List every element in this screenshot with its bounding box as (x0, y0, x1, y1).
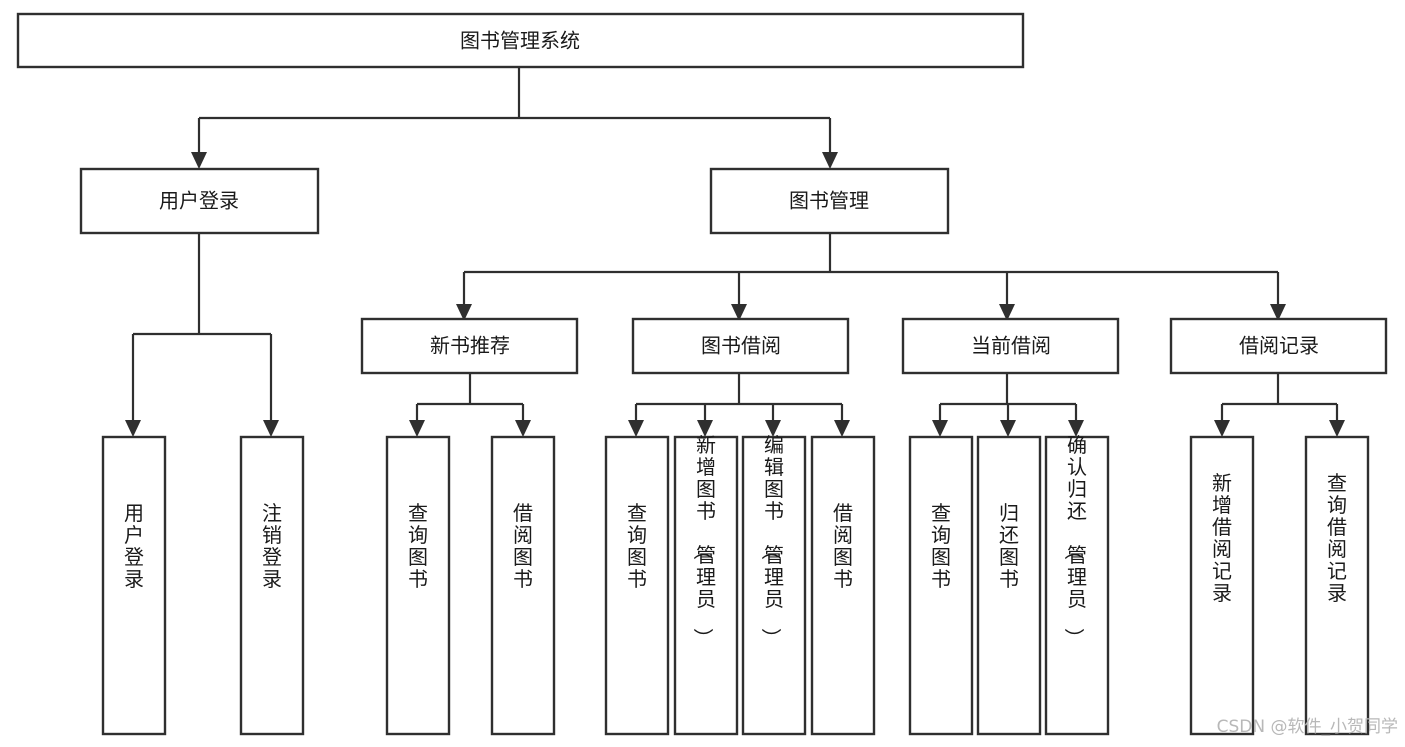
arrow-icon-leaf-return-book (1000, 420, 1016, 437)
leaf-node[interactable]: 归还图书 (976, 435, 1042, 736)
leaf-node[interactable]: 新增借阅记录 (1189, 435, 1255, 736)
leaf-borrow-book-2-label: 借阅图书 (833, 501, 853, 591)
arrow-icon-user-login (191, 152, 207, 169)
arrow-icon-leaf-add-record (1214, 420, 1230, 437)
leaf-add-record-box[interactable] (1189, 435, 1255, 736)
node-book-manage-box[interactable] (709, 167, 950, 235)
leaf-query-record-box[interactable] (1304, 435, 1370, 736)
node-user-login[interactable]: 用户登录 (79, 167, 320, 235)
leaf-confirm-return-box[interactable] (1044, 435, 1110, 736)
leaf-borrow-book-2-box[interactable] (810, 435, 876, 736)
node-book-borrow-box[interactable] (631, 317, 850, 375)
node-root-label: 图书管理系统 (460, 29, 580, 53)
arrow-icon-leaf-user-login (125, 420, 141, 437)
leaf-return-book-label: 归还图书 (999, 501, 1019, 591)
node-book-borrow-label: 图书借阅 (701, 334, 781, 358)
leaf-return-book-box[interactable] (976, 435, 1042, 736)
leaf-user-login-label: 用户登录 (124, 501, 144, 591)
node-current-borrow-label: 当前借阅 (971, 334, 1051, 358)
leaf-query-book-1-box[interactable] (385, 435, 451, 736)
arrow-icon-leaf-query-record (1329, 420, 1345, 437)
node-book-borrow[interactable]: 图书借阅 (631, 317, 850, 375)
leaf-borrow-book-1-box[interactable] (490, 435, 556, 736)
leaf-node[interactable]: 查询图书 (908, 435, 974, 736)
leaf-query-record-label: 查询借阅记录 (1327, 471, 1347, 605)
node-new-book-recommend-box[interactable] (360, 317, 579, 375)
leaf-add-record-label: 新增借阅记录 (1212, 471, 1232, 605)
arrow-icon-leaf-user-logout (263, 420, 279, 437)
leaf-query-book-3-label: 查询图书 (931, 501, 951, 591)
node-borrow-record-box[interactable] (1169, 317, 1388, 375)
node-borrow-record[interactable]: 借阅记录 (1169, 317, 1388, 375)
arrow-icon-book-manage (822, 152, 838, 169)
csdn-watermark: CSDN @软件_小贺同学 (1217, 717, 1398, 737)
leaf-node[interactable]: 确认归还（管理员） (1044, 433, 1110, 736)
node-root[interactable]: 图书管理系统 (16, 12, 1025, 69)
leaf-query-book-2-label: 查询图书 (627, 501, 647, 591)
node-new-book-recommend-label: 新书推荐 (430, 334, 510, 358)
leaf-user-logout-box[interactable] (239, 435, 305, 736)
connector-layer (131, 67, 1339, 420)
node-borrow-record-label: 借阅记录 (1239, 334, 1319, 358)
leaf-node[interactable]: 编辑图书（管理员） (741, 433, 807, 736)
leaf-node[interactable]: 新增图书（管理员） (673, 433, 739, 736)
node-user-login-box[interactable] (79, 167, 320, 235)
node-user-login-label: 用户登录 (159, 189, 239, 213)
leaf-node[interactable]: 用户登录 (101, 435, 167, 736)
node-new-book-recommend[interactable]: 新书推荐 (360, 317, 579, 375)
arrow-icon-leaf-query-book-3 (932, 420, 948, 437)
leaf-edit-book-label: 编辑图书（管理员） (759, 433, 784, 648)
leaf-user-logout-label: 注销登录 (262, 501, 282, 591)
leaf-user-login-box[interactable] (101, 435, 167, 736)
leaf-query-book-1-label: 查询图书 (408, 501, 428, 591)
arrow-icon-leaf-borrow-book-2 (834, 420, 850, 437)
leaf-query-book-2-box[interactable] (604, 435, 670, 736)
node-current-borrow-box[interactable] (901, 317, 1120, 375)
leaf-node[interactable]: 查询图书 (385, 435, 451, 736)
leaf-node[interactable]: 借阅图书 (810, 435, 876, 736)
arrow-icon-leaf-query-book-2 (628, 420, 644, 437)
leaf-query-book-3-box[interactable] (908, 435, 974, 736)
leaf-node[interactable]: 借阅图书 (490, 435, 556, 736)
leaf-borrow-book-1-label: 借阅图书 (513, 501, 533, 591)
leaf-add-book-label: 新增图书（管理员） (691, 433, 716, 648)
leaf-node[interactable]: 查询借阅记录 (1304, 435, 1370, 736)
node-current-borrow[interactable]: 当前借阅 (901, 317, 1120, 375)
leaf-node[interactable]: 查询图书 (604, 435, 670, 736)
node-root-box[interactable] (16, 12, 1025, 69)
leaf-add-book-box[interactable] (673, 435, 739, 736)
arrow-icon-leaf-query-book-1 (409, 420, 425, 437)
node-book-manage[interactable]: 图书管理 (709, 167, 950, 235)
leaf-node[interactable]: 注销登录 (239, 435, 305, 736)
node-book-manage-label: 图书管理 (789, 189, 869, 213)
arrow-icon-leaf-borrow-book-1 (515, 420, 531, 437)
leaf-confirm-return-label: 确认归还（管理员） (1062, 433, 1087, 648)
leaf-edit-book-box[interactable] (741, 435, 807, 736)
